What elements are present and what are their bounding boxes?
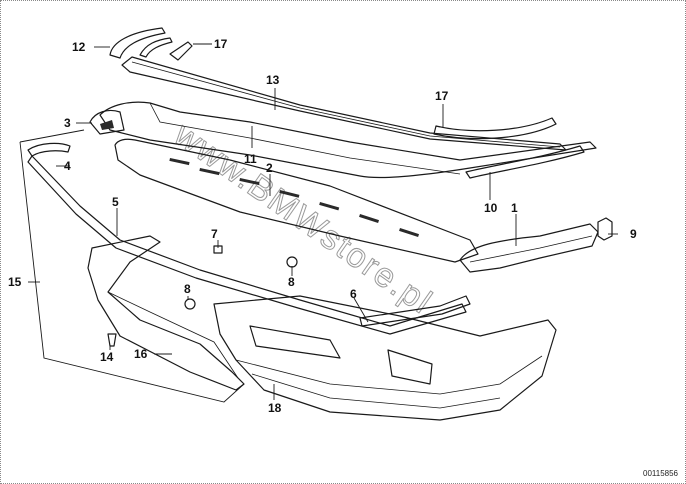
callout-1: 1	[511, 201, 518, 215]
part-10-strip[interactable]	[465, 145, 585, 179]
callout-17-top: 17	[214, 37, 228, 51]
part-trim-strip-upper[interactable]	[139, 37, 173, 58]
part-11-upper-cover[interactable]	[99, 101, 597, 179]
part-17-clip-top[interactable]	[169, 41, 193, 61]
part-5-rubber-strip[interactable]	[27, 155, 467, 335]
callout-labels: 12 17 13 17 3 11 2 4 5 1 10 9 7 8 8 6 14…	[8, 37, 637, 415]
part-1-corner-right[interactable]	[459, 223, 599, 273]
carrier-slots	[169, 158, 420, 238]
callout-9: 9	[630, 227, 637, 241]
callout-12: 12	[72, 40, 86, 54]
part-15-assembly-frame	[19, 129, 245, 403]
part-2-carrier[interactable]	[114, 138, 479, 263]
callout-17-right: 17	[435, 89, 449, 103]
leader-lines	[28, 43, 618, 400]
part-14-screw[interactable]	[107, 333, 117, 347]
bumper-grille-right	[387, 349, 433, 385]
callout-3: 3	[64, 116, 71, 130]
part-8-nut-lower[interactable]	[184, 298, 196, 310]
callout-4: 4	[64, 159, 71, 173]
callout-6: 6	[350, 287, 357, 301]
part-9-end-cap[interactable]	[597, 217, 613, 241]
bumper-grille-left	[249, 325, 341, 359]
part-18-bumper-cover[interactable]	[213, 295, 557, 421]
callout-10: 10	[484, 201, 498, 215]
part-16-front-spoiler[interactable]	[87, 235, 245, 391]
part-6-trim-right[interactable]	[359, 295, 471, 327]
callout-15: 15	[8, 275, 22, 289]
part-17-clip-right[interactable]	[433, 117, 557, 140]
callout-7: 7	[211, 227, 218, 241]
callout-5: 5	[112, 195, 119, 209]
watermark: www.BMWstore.pl	[167, 115, 440, 322]
callout-14: 14	[100, 350, 114, 364]
callout-18: 18	[268, 401, 282, 415]
callout-8-upper: 8	[288, 275, 295, 289]
part-13-moulding[interactable]	[121, 56, 567, 151]
part-4-side-trim[interactable]	[27, 142, 71, 157]
callout-16: 16	[134, 347, 148, 361]
part-3-bracket[interactable]	[89, 109, 125, 135]
part-12-end-trim[interactable]	[109, 27, 166, 59]
catalog-number: 00115856	[643, 469, 678, 478]
callout-8-lower: 8	[184, 282, 191, 296]
part-8-nut-upper[interactable]	[286, 256, 298, 268]
callout-11: 11	[244, 152, 257, 166]
callout-13: 13	[266, 73, 280, 87]
callout-2: 2	[266, 161, 273, 175]
